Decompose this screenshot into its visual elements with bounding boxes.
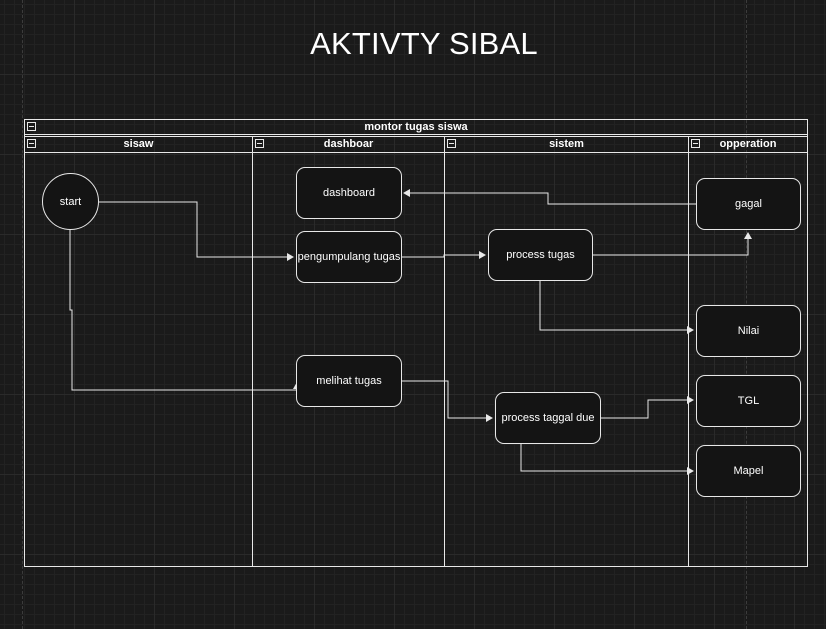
pool-collapse-icon[interactable] [27, 122, 36, 131]
edge-process-taggal-to-mapel [520, 444, 694, 475]
edge-process-taggal-to-tgl [601, 396, 694, 419]
lane-sistem-collapse-icon[interactable] [447, 139, 456, 148]
process-taggal-due-node[interactable]: process taggal due [495, 392, 601, 444]
nilai-node[interactable]: Nilai [696, 305, 801, 357]
edge-start-to-pengumpulang [99, 201, 294, 261]
start-node[interactable]: start [42, 173, 99, 230]
tgl-node[interactable]: TGL [696, 375, 801, 427]
edge-process-tugas-to-nilai [539, 281, 694, 334]
lane-divider [252, 136, 253, 567]
diagram-title[interactable]: AKTIVTY SIBAL [310, 26, 538, 61]
lane-divider [688, 136, 689, 567]
dashboard-node[interactable]: dashboard [296, 167, 402, 219]
edge-melihat-to-process-taggal [402, 380, 493, 422]
mapel-node[interactable]: Mapel [696, 445, 801, 497]
melihat-tugas-node[interactable]: melihat tugas [296, 355, 402, 407]
pool-header[interactable]: montor tugas siswa [24, 119, 808, 135]
gagal-node[interactable]: gagal [696, 178, 801, 230]
lane-dashboar-collapse-icon[interactable] [255, 139, 264, 148]
edge-gagal-to-dashboard [403, 189, 696, 205]
lane-header-sistem[interactable]: sistem [444, 136, 689, 153]
pengumpulang-tugas-node[interactable]: pengumpulang tugas [296, 231, 402, 283]
guide-line-left [22, 0, 23, 629]
lane-header-dashboar[interactable]: dashboar [252, 136, 445, 153]
lane-divider [444, 136, 445, 567]
edge-start-to-melihat [69, 230, 301, 391]
swimlane-pool [24, 119, 808, 567]
edge-process-tugas-to-gagal [593, 232, 752, 256]
lane-header-sisaw[interactable]: sisaw [24, 136, 253, 153]
lane-opperation-collapse-icon[interactable] [691, 139, 700, 148]
lane-header-opperation[interactable]: opperation [688, 136, 808, 153]
lane-sisaw-collapse-icon[interactable] [27, 139, 36, 148]
process-tugas-node[interactable]: process tugas [488, 229, 593, 281]
